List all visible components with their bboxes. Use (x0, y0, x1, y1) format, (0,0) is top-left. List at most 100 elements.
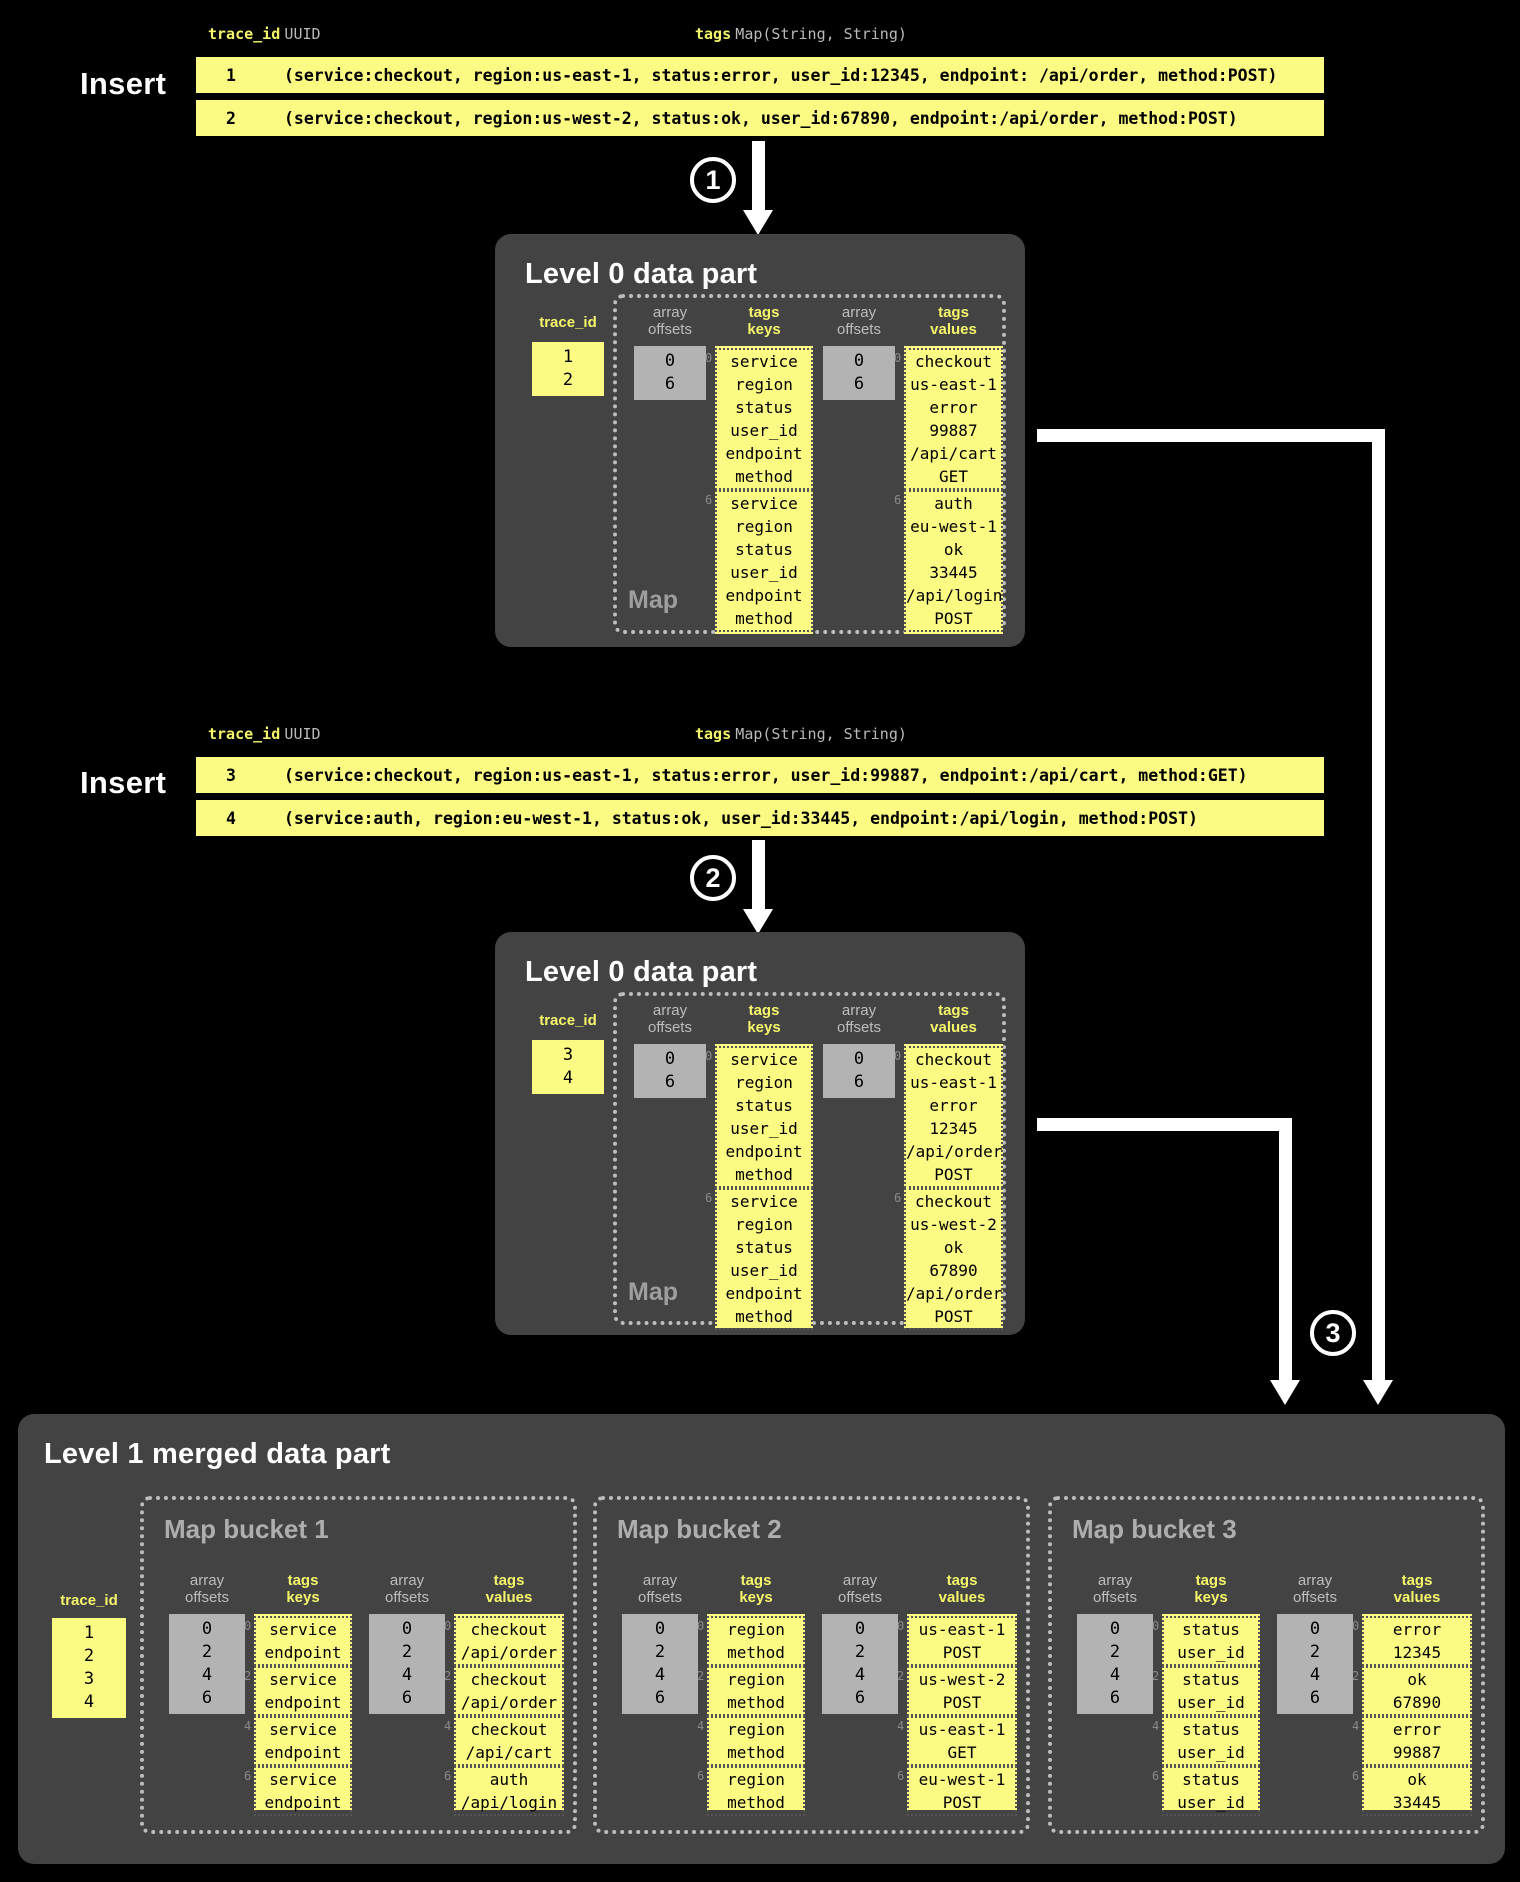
caption-line-2: offsets (837, 321, 881, 338)
part-1-trace-id-values: 1 2 (532, 342, 604, 396)
group-offset-index: 6 (897, 1769, 905, 1783)
offset-cell: 2 (1109, 1642, 1121, 1662)
row-trace-id: 3 (226, 765, 236, 785)
value-cell: eu-west-1 (910, 517, 997, 536)
caption-line-2: offsets (385, 1589, 429, 1606)
offset-cell: 6 (654, 1688, 666, 1708)
caption-line-2: values (938, 1589, 986, 1606)
group-offset-index: 2 (897, 1669, 905, 1683)
value-cell: auth (489, 1770, 529, 1789)
caption-line-1: array (389, 1572, 425, 1589)
insert-1-label: Insert (80, 66, 167, 101)
value-cell: us-west-2 (918, 1670, 1006, 1689)
value-cell: region (727, 1670, 785, 1689)
group-offset-index: 2 (697, 1669, 705, 1683)
value-cell: error (929, 398, 978, 417)
value-cell: endpoint (725, 1142, 803, 1161)
value-cell: endpoint (264, 1643, 342, 1662)
value-cell: endpoint (264, 1793, 342, 1812)
group-offset-index: 0 (894, 351, 902, 365)
value-cell: 12345 (929, 1119, 978, 1138)
connector-part2-horizontal (1037, 1118, 1292, 1131)
value-cell: endpoint (725, 586, 803, 605)
offset-cell: 0 (1309, 1619, 1321, 1639)
group-offset-index: 4 (897, 1719, 905, 1733)
value-cell: status (735, 398, 793, 417)
value-cell: checkout (470, 1720, 548, 1739)
value-cell: region (735, 517, 793, 536)
group-offset-index: 0 (705, 1049, 713, 1063)
offset-cell: 4 (1309, 1665, 1321, 1685)
insert-2-label: Insert (80, 765, 167, 800)
value-cell: 67890 (1392, 1693, 1442, 1712)
row-tags: (service:auth, region:eu-west-1, status:… (284, 808, 1198, 828)
group-offset-index: 0 (697, 1619, 705, 1633)
offset-cell: 0 (1109, 1619, 1121, 1639)
row-tags: (service:checkout, region:us-west-2, sta… (284, 108, 1238, 128)
merged-trace-id-values: 1 2 3 4 (52, 1618, 126, 1718)
trace-id-cell: 1 (562, 347, 574, 367)
caption-line-2: keys (286, 1589, 320, 1606)
step-1-arrow-icon (743, 141, 774, 235)
value-cell: checkout (470, 1670, 548, 1689)
level1-merged-data-part: Level 1 merged data part trace_id 1 2 3 … (18, 1414, 1505, 1864)
value-cell: 33445 (1392, 1793, 1442, 1812)
value-cell: service (269, 1720, 337, 1739)
step-1-badge: 1 (690, 157, 736, 203)
value-cell: error (929, 1096, 978, 1115)
part-1-keys-offsets-values: 0 6 (634, 346, 706, 400)
value-cell: endpoint (725, 444, 803, 463)
value-cell: user_id (730, 421, 798, 440)
step-2-badge: 2 (690, 855, 736, 901)
insert-2-row-4: 4 (service:auth, region:eu-west-1, statu… (196, 800, 1324, 836)
group-offset-index: 6 (444, 1769, 452, 1783)
connector-part2-arrowhead-icon (1270, 1380, 1300, 1405)
part-2-map-caption: Map (628, 1278, 678, 1306)
part-2-keys-offsets-values: 0 6 (634, 1044, 706, 1098)
value-cell: checkout (470, 1620, 548, 1639)
caption-line-1: tags (1401, 1572, 1433, 1589)
value-cell: checkout (914, 1192, 993, 1211)
value-cell: ok (1407, 1670, 1427, 1689)
caption-line-1: tags (287, 1572, 319, 1589)
connector-part1-vertical (1372, 429, 1385, 1383)
value-cell: /api/login (906, 586, 1003, 605)
caption-line-1: array (652, 1002, 688, 1019)
value-cell: region (735, 1073, 793, 1092)
value-cell: service (730, 1192, 798, 1211)
step-3-badge: 3 (1310, 1310, 1356, 1356)
value-cell: service (269, 1620, 337, 1639)
value-cell: status (735, 1238, 793, 1257)
value-cell: error (1392, 1720, 1442, 1739)
part-2-values-offsets-values: 0 6 (823, 1044, 895, 1098)
part-2-trace-id-values: 3 4 (532, 1040, 604, 1094)
caption-line-1: tags (946, 1572, 978, 1589)
caption-line-2: offsets (648, 321, 692, 338)
trace-id-cell: 2 (562, 370, 574, 390)
group-offset-index: 0 (894, 1049, 902, 1063)
col-type-tags: Map(String, String) (735, 25, 907, 43)
value-cell: ok (943, 540, 964, 559)
row-tags: (service:checkout, region:us-east-1, sta… (284, 65, 1278, 85)
trace-id-cell: 2 (83, 1646, 95, 1666)
value-cell: status (1182, 1620, 1240, 1639)
offset-cell: 2 (401, 1642, 413, 1662)
merged-trace-id-caption: trace_id (60, 1592, 118, 1609)
connector-part2-vertical (1279, 1118, 1292, 1383)
